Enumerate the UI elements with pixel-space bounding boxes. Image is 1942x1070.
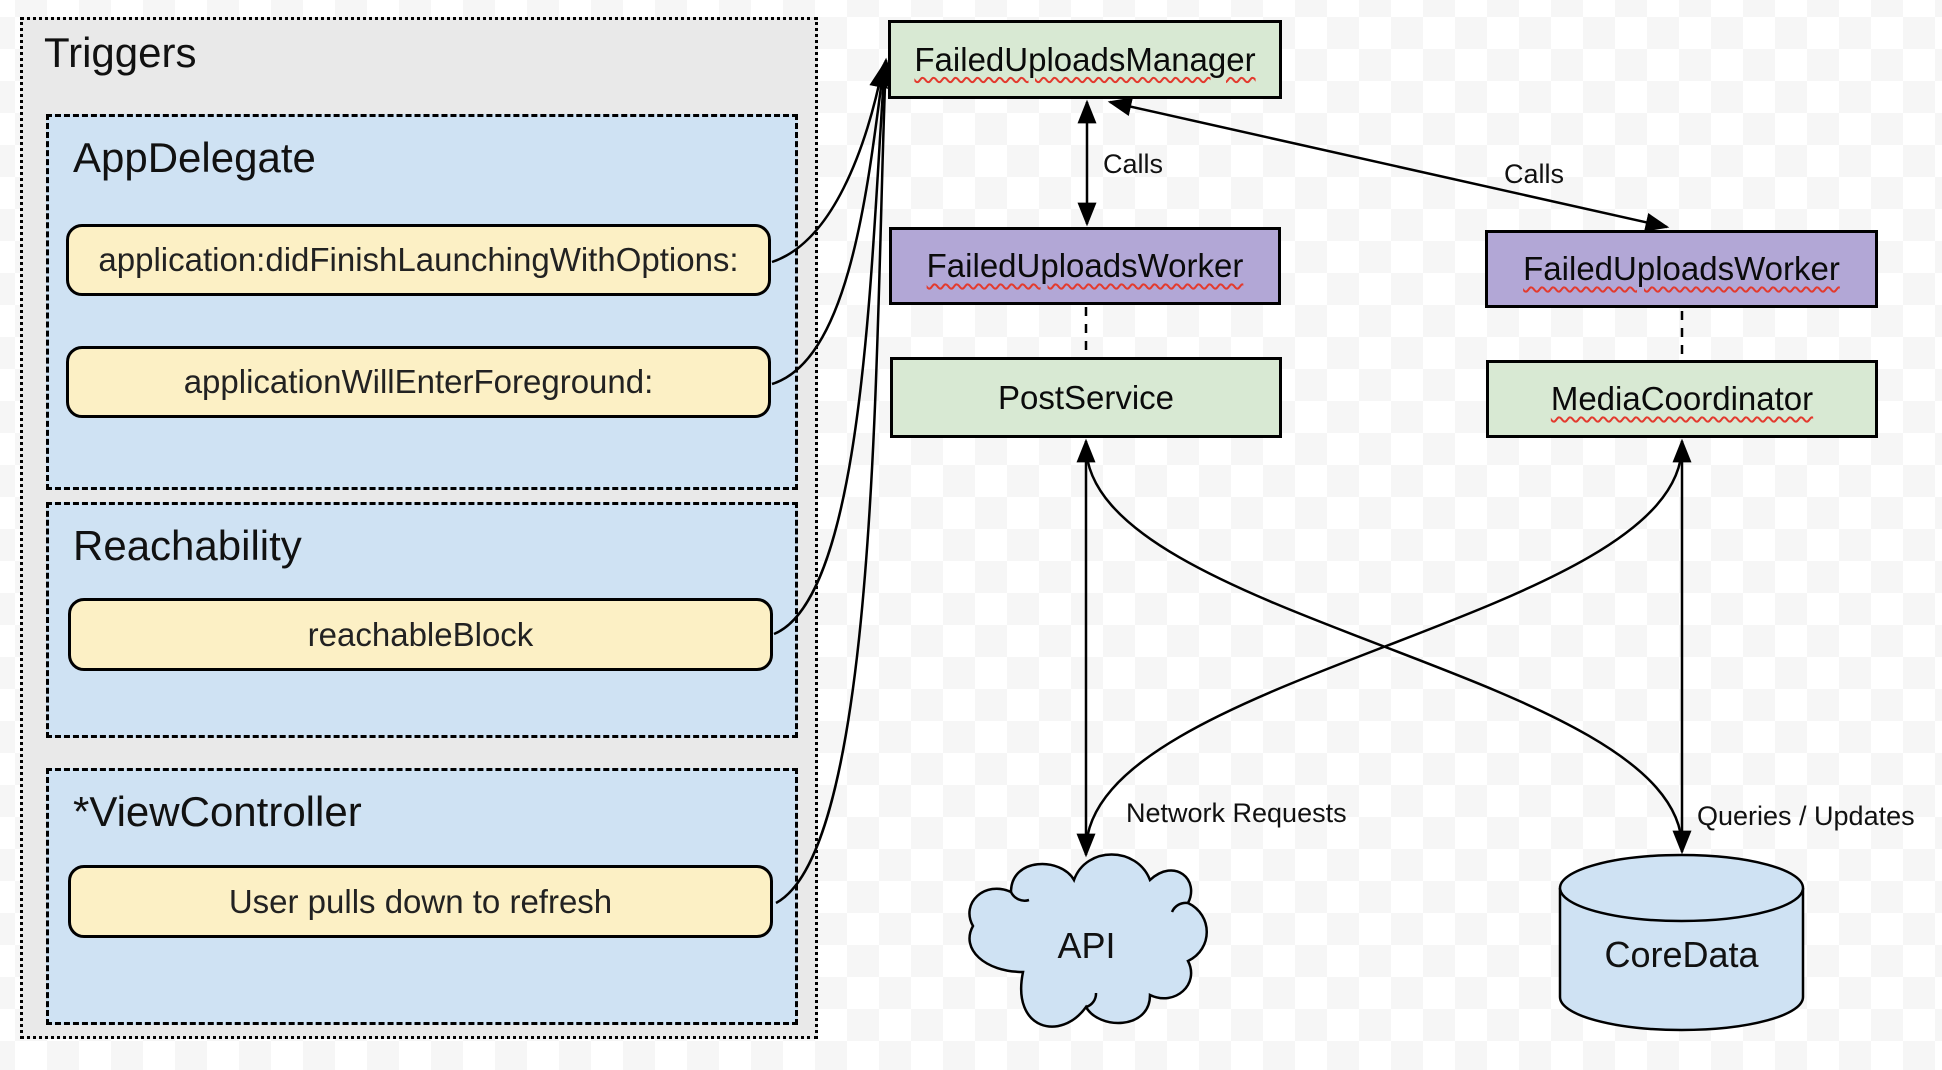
edge-dashed-connectors [1084,307,1684,358]
section-appdelegate-title: AppDelegate [73,134,316,181]
triggers-panel-title: Triggers [44,29,197,76]
edge-crossing-curves [1084,444,1684,852]
trigger-item-didfinishlaunching[interactable]: application:didFinishLaunchingWithOption… [66,224,771,296]
node-faileduploadsworker-right[interactable]: FailedUploadsWorker [1485,230,1878,308]
section-reachability-title: Reachability [73,522,302,569]
node-label: PostService [997,378,1175,416]
edge-label-queries-updates: Queries / Updates [1697,801,1915,831]
coredata-label: CoreData [1560,905,1803,1005]
node-faileduploadsworker-left[interactable]: FailedUploadsWorker [889,227,1281,305]
node-postservice[interactable]: PostService [890,357,1282,438]
edge-label-network-requests: Network Requests [1126,798,1347,828]
edge-mediacoordinator-api [1084,444,1684,852]
edge-label-calls-right: Calls [1504,159,1565,189]
node-mediacoordinator[interactable]: MediaCoordinator [1486,360,1878,438]
edge-calls-manager-workerright [1107,97,1670,232]
trigger-item-label: reachableBlock [307,615,534,653]
trigger-item-willenterforeground[interactable]: applicationWillEnterForeground: [66,346,771,418]
edge-label-calls-left: Calls [1103,149,1164,179]
trigger-item-label: User pulls down to refresh [228,882,613,920]
node-label: FailedUploadsManager [914,40,1256,78]
edge-postservice-coredata [1084,444,1684,849]
node-faileduploadsmanager[interactable]: FailedUploadsManager [888,20,1282,99]
trigger-item-pull-to-refresh[interactable]: User pulls down to refresh [68,865,773,938]
section-viewcontroller-title: *ViewController [73,788,362,835]
node-label: FailedUploadsWorker [1523,250,1840,287]
api-label: API [960,858,1213,1033]
trigger-item-label: application:didFinishLaunchingWithOption… [98,241,739,278]
node-label: CoreData [1604,934,1759,975]
node-label: MediaCoordinator [1550,380,1814,417]
section-appdelegate: AppDelegate [46,114,798,490]
node-label: FailedUploadsWorker [926,247,1244,284]
node-label: API [1057,924,1116,966]
trigger-item-label: applicationWillEnterForeground: [183,363,654,400]
trigger-item-reachableblock[interactable]: reachableBlock [68,598,773,671]
